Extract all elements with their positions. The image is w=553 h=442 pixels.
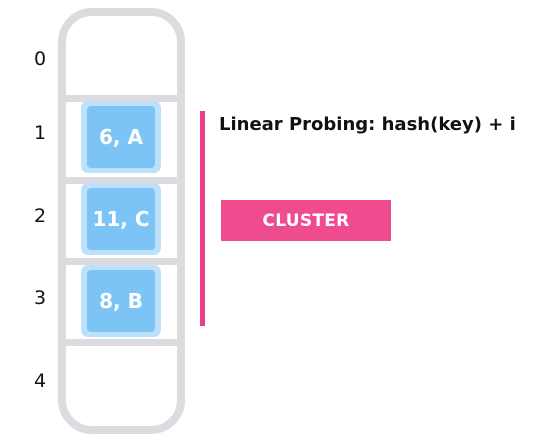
slot-divider <box>58 339 185 346</box>
slot-entry-3: 8, B <box>81 265 161 337</box>
slot-index-3: 3 <box>33 287 47 309</box>
slot-entry-2: 11, C <box>81 183 161 255</box>
cluster-bracket-line <box>200 111 205 326</box>
cluster-badge: CLUSTER <box>221 200 391 241</box>
slot-divider <box>58 258 185 265</box>
diagram-title: Linear Probing: hash(key) + i <box>219 114 516 135</box>
slot-index-2: 2 <box>33 205 47 227</box>
slot-divider <box>58 95 185 102</box>
slot-index-1: 1 <box>33 122 47 144</box>
slot-index-4: 4 <box>33 370 47 392</box>
slot-value-1: 6, A <box>87 106 155 168</box>
hash-table-frame <box>58 8 185 434</box>
slot-index-0: 0 <box>33 48 47 70</box>
slot-divider <box>58 177 185 184</box>
slot-entry-1: 6, A <box>81 101 161 173</box>
slot-value-2: 11, C <box>87 188 155 250</box>
slot-value-3: 8, B <box>87 270 155 332</box>
